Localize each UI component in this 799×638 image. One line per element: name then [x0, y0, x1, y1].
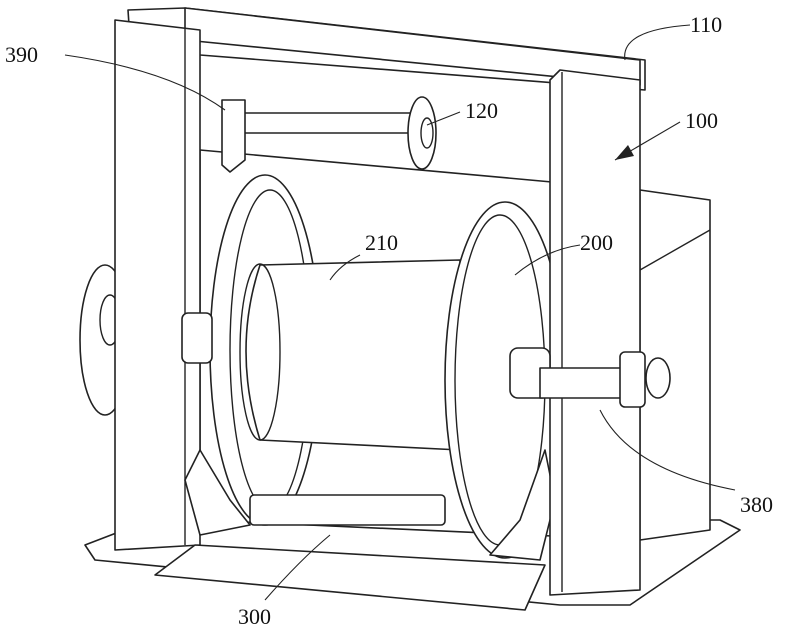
- label-110: 110: [690, 12, 723, 37]
- guide-shaft: [234, 112, 421, 134]
- label-100: 100: [685, 108, 718, 133]
- label-300: 300: [238, 604, 271, 629]
- left-post: [114, 19, 201, 551]
- pulley-bracket-390: [221, 99, 246, 173]
- label-200: 200: [580, 230, 613, 255]
- guide-pulley-120: [407, 96, 437, 170]
- label-120: 120: [465, 98, 498, 123]
- label-380: 380: [740, 492, 773, 517]
- label-210: 210: [365, 230, 398, 255]
- label-390: 390: [5, 42, 38, 67]
- right-post-100: [549, 69, 641, 596]
- base-tray-300: [154, 544, 546, 611]
- drum-core-210: [245, 259, 461, 451]
